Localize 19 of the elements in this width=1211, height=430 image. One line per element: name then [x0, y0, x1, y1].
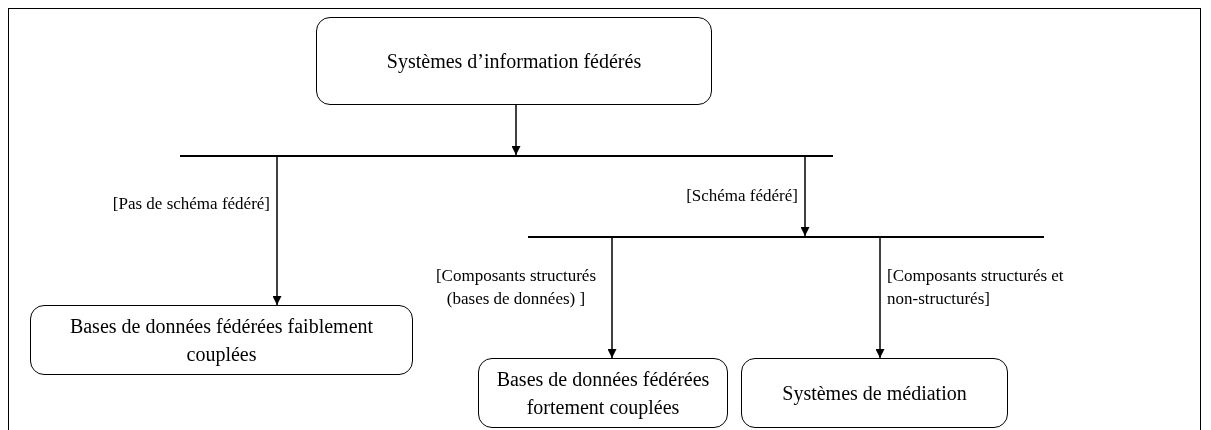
category-box — [741, 358, 1008, 428]
box-label: Systèmes d’information fédérés — [386, 49, 642, 75]
box-label: Bases de données fédérées faiblement couplées — [68, 314, 375, 368]
arrow — [272, 155, 282, 306]
edge-label: [Composants structurés (bases de données) ] — [434, 265, 598, 310]
box-label: Systèmes de médiation — [782, 381, 967, 407]
box-label: Bases de données fédérées fortement couplées — [495, 367, 711, 421]
arrow — [511, 104, 521, 156]
category-box — [316, 17, 712, 105]
category-box — [30, 305, 413, 375]
edge-label: [Schéma fédéré] — [685, 185, 798, 207]
branch-line — [180, 155, 833, 157]
branch-line — [528, 236, 1044, 238]
edge-label: [Composants structurés et non-structurés] — [887, 265, 1065, 310]
edge-label: [Pas de schéma fédéré] — [111, 193, 270, 215]
arrow — [800, 155, 810, 237]
arrow — [607, 236, 617, 359]
arrow — [875, 236, 885, 359]
category-box — [478, 358, 728, 428]
